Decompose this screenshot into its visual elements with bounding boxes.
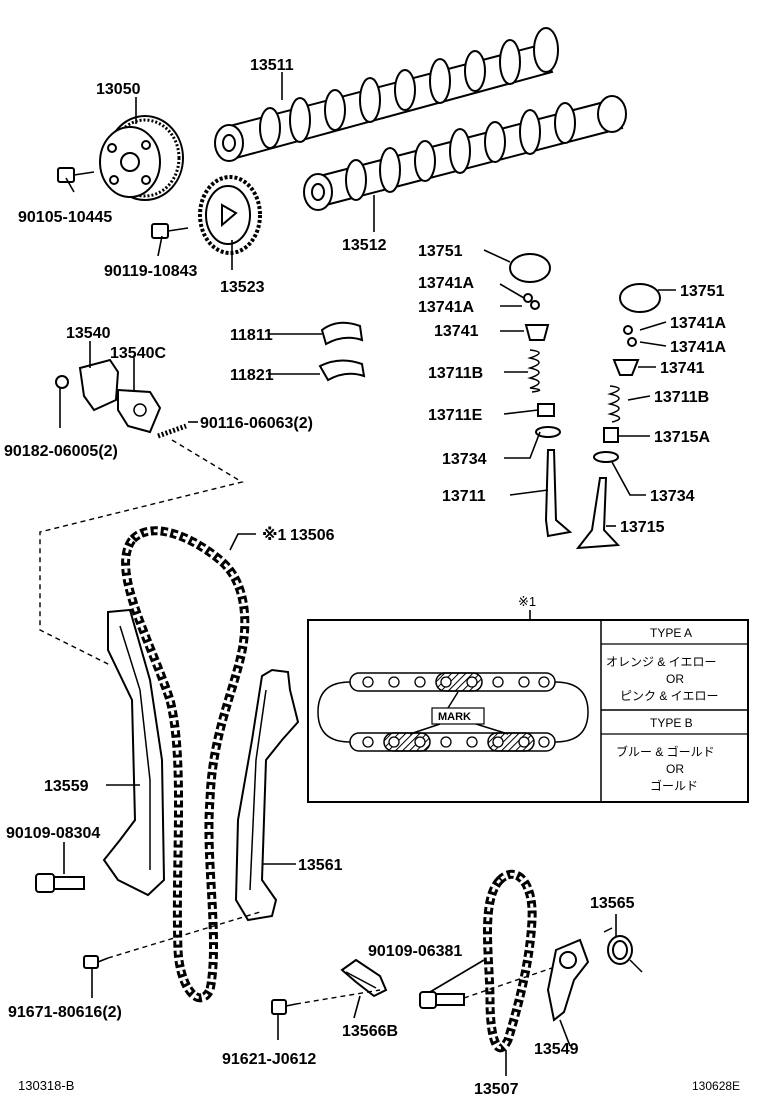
- bolt-90105-illustration: [57, 167, 95, 183]
- chain-tensioner-13540-illustration: [55, 358, 162, 434]
- bolt-91671-illustration: [83, 955, 109, 969]
- type-b-or: OR: [666, 762, 684, 776]
- label-13711B-right: 13711B: [654, 389, 709, 406]
- bearing-11821-illustration: [318, 359, 366, 382]
- label-13741A-left-1: 13741A: [418, 275, 474, 292]
- camshaft-sprocket-13523-illustration: [198, 175, 262, 255]
- bearing-11811-illustration: [320, 321, 364, 346]
- label-13506-ref: ※1: [262, 526, 287, 544]
- inset-ref-label: ※1: [518, 594, 536, 609]
- label-13741A-right-2: 13741A: [670, 339, 726, 356]
- stud-bolt-90116-illustration: [157, 423, 187, 439]
- label-13050: 13050: [96, 81, 141, 98]
- tensioner-arm-13549-illustration: [546, 938, 590, 1022]
- label-90109-06381: 90109-06381: [368, 943, 462, 960]
- label-90105-10445: 90105-10445: [18, 209, 112, 226]
- inset-chain-illustration: [317, 672, 589, 752]
- timing-chain-13506-illustration: [121, 526, 250, 1003]
- figure-code-left: 130318-B: [18, 1078, 74, 1093]
- label-13511: 13511: [250, 57, 294, 74]
- label-90182-06005: 90182-06005(2): [4, 443, 118, 460]
- bolt-90119-illustration: [151, 223, 189, 239]
- label-13715A: 13715A: [654, 429, 710, 446]
- label-11811: 11811: [230, 327, 273, 344]
- label-91621-J0612: 91621-J0612: [222, 1051, 316, 1068]
- inset-mark-label: MARK: [438, 711, 471, 723]
- leader-lines: [59, 72, 676, 1076]
- label-13559: 13559: [44, 778, 89, 795]
- label-90116-06063: 90116-06063(2): [200, 415, 313, 432]
- inset-frame: [307, 619, 749, 803]
- bolt-90109-08304-illustration: [35, 873, 85, 893]
- label-13565: 13565: [590, 895, 635, 912]
- chain-guide-13566B-illustration: [340, 958, 388, 998]
- label-13549: 13549: [534, 1041, 579, 1058]
- label-13751-left: 13751: [418, 243, 463, 260]
- type-a-or: OR: [666, 672, 684, 686]
- label-13540: 13540: [66, 325, 111, 342]
- label-13561: 13561: [298, 857, 343, 874]
- type-a-option-1: オレンジ & イエロー: [606, 655, 717, 669]
- figure-code-right: 130628E: [692, 1079, 740, 1093]
- label-13507: 13507: [474, 1081, 519, 1098]
- spring-13565-illustration: [603, 927, 643, 973]
- label-13741-right: 13741: [660, 360, 705, 377]
- label-90109-08304: 90109-08304: [6, 825, 100, 842]
- label-13506: 13506: [290, 527, 335, 544]
- type-b-option-1: ブルー & ゴールド: [616, 744, 715, 759]
- label-11821: 11821: [230, 367, 274, 384]
- chain-guide-13559-illustration: [102, 608, 166, 897]
- label-13734-left: 13734: [442, 451, 487, 468]
- type-b-header: TYPE B: [650, 716, 693, 730]
- dashed-line-90109-06381: [463, 967, 553, 999]
- chain-slipper-13561-illustration: [234, 668, 300, 922]
- label-13523: 13523: [220, 279, 265, 296]
- dashed-reference-line: [39, 439, 244, 666]
- oil-pump-chain-13507-illustration: [483, 869, 537, 1053]
- label-13512: 13512: [342, 237, 387, 254]
- label-13711: 13711: [442, 488, 486, 505]
- label-13751-right: 13751: [680, 283, 725, 300]
- label-90119-10843: 90119-10843: [104, 263, 198, 280]
- dashed-line-91621: [295, 989, 381, 1005]
- camshaft-13512-illustration: [303, 95, 627, 211]
- label-13711E: 13711E: [428, 407, 483, 424]
- dashed-line-91671: [107, 911, 261, 959]
- label-13741A-right-1: 13741A: [670, 315, 726, 332]
- cam-timing-gear-13050-illustration: [99, 115, 184, 201]
- label-13711B-left: 13711B: [428, 365, 483, 382]
- type-b-option-2: ゴールド: [650, 778, 698, 793]
- valve-train-right-illustration: [575, 283, 661, 550]
- chain-mark-inset: ※1: [307, 594, 749, 803]
- type-a-header: TYPE A: [650, 626, 692, 640]
- bolt-91621-illustration: [271, 999, 297, 1015]
- label-13540C: 13540C: [110, 345, 166, 362]
- camshaft-13511-illustration: [214, 27, 559, 162]
- label-13741-left: 13741: [434, 323, 479, 340]
- label-13566B: 13566B: [342, 1023, 398, 1040]
- type-a-option-2: ピンク & イエロー: [620, 689, 719, 703]
- label-91671-80616: 91671-80616(2): [8, 1004, 122, 1021]
- valve-train-left-illustration: [509, 253, 573, 538]
- label-13715: 13715: [620, 519, 665, 536]
- label-13741A-left-2: 13741A: [418, 299, 474, 316]
- label-13734-right: 13734: [650, 488, 695, 505]
- bolt-90109-06381-illustration: [419, 991, 465, 1009]
